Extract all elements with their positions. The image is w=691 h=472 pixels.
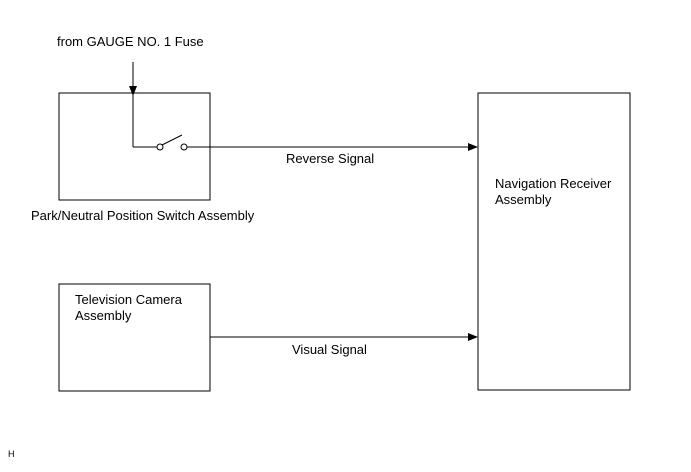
- switch-contact-right: [180, 143, 188, 151]
- park-neutral-switch-label: Park/Neutral Position Switch Assembly: [31, 208, 255, 223]
- visual-signal-label: Visual Signal: [292, 342, 367, 357]
- fuse-source-label: from GAUGE NO. 1 Fuse: [57, 34, 204, 49]
- television-camera-label: Television Camera Assembly: [75, 292, 182, 323]
- switch-contact-left: [156, 143, 164, 151]
- navigation-receiver-box: [477, 92, 631, 391]
- reverse-signal-label: Reverse Signal: [286, 151, 375, 166]
- corner-code-label: H: [8, 449, 15, 459]
- navigation-receiver-label: Navigation Receiver Assembly: [495, 176, 612, 207]
- switch-blade: [161, 134, 183, 146]
